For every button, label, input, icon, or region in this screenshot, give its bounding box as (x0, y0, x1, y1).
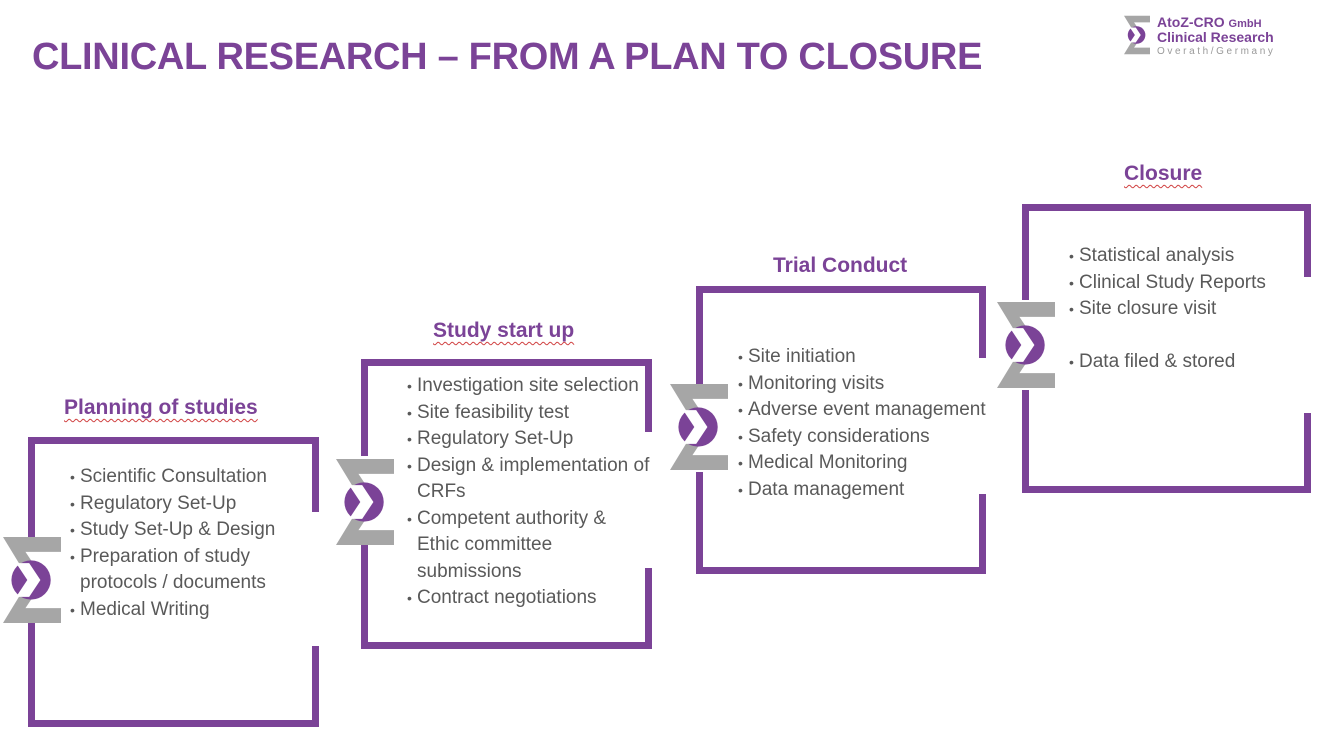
list-item: Site closure visit (1069, 296, 1266, 323)
logo-company-name: AtoZ-CRO GmbH (1157, 14, 1262, 30)
list-item: Site feasibility test (407, 400, 657, 427)
sigma-arrow-icon (997, 301, 1055, 389)
list-item: Preparation of study protocols / documen… (70, 544, 300, 597)
list-item: Competent authority & Ethic committee su… (407, 506, 637, 586)
sigma-arrow-icon (670, 383, 728, 471)
list-item: Design & implementation of CRFs (407, 453, 657, 506)
company-logo: AtoZ-CRO GmbH Clinical Research Overath/… (1124, 14, 1304, 60)
list-item: Contract negotiations (407, 585, 657, 612)
list-item: Scientific Consultation (70, 464, 300, 491)
list-item: Monitoring visits (738, 371, 986, 398)
list-item: Study Set-Up & Design (70, 517, 300, 544)
sigma-arrow-icon (3, 536, 61, 624)
stage-list-closure: Statistical analysis Clinical Study Repo… (1069, 243, 1266, 375)
frame-gap (309, 512, 321, 646)
page-title: CLINICAL RESEARCH – FROM A PLAN TO CLOSU… (32, 36, 983, 78)
list-item: Data filed & stored (1069, 349, 1266, 376)
stage-title-closure: Closure (1124, 162, 1203, 185)
list-item: Investigation site selection (407, 373, 657, 400)
stage-title-study-start-up: Study start up (433, 319, 575, 342)
list-item: Site initiation (738, 344, 986, 371)
list-item: Regulatory Set-Up (70, 491, 300, 518)
stage-title-trial-conduct: Trial Conduct (773, 254, 908, 277)
stage-list-trial-conduct: Site initiation Monitoring visits Advers… (738, 344, 986, 503)
stage-title-planning: Planning of studies (64, 396, 258, 419)
stage-list-study-start-up: Investigation site selection Site feasib… (407, 373, 657, 612)
sigma-arrow-icon (336, 458, 394, 546)
sigma-arrow-logo-icon (1124, 15, 1150, 55)
list-item: Safety considerations (738, 424, 986, 451)
list-item: Statistical analysis (1069, 243, 1266, 270)
frame-gap (1301, 277, 1313, 413)
list-item: Regulatory Set-Up (407, 426, 657, 453)
list-item: Medical Writing (70, 597, 300, 624)
logo-tagline: Clinical Research (1157, 29, 1274, 45)
logo-location: Overath/Germany (1157, 46, 1276, 57)
list-item: Medical Monitoring (738, 450, 986, 477)
list-item: Data management (738, 477, 986, 504)
list-item: Adverse event management (738, 397, 986, 424)
list-item: Clinical Study Reports (1069, 270, 1266, 297)
stage-list-planning: Scientific Consultation Regulatory Set-U… (70, 464, 300, 623)
